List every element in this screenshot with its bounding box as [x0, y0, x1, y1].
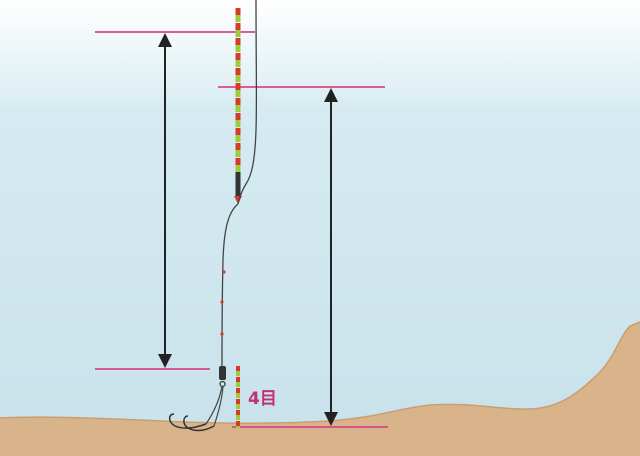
sinker-bead	[220, 332, 224, 336]
leader-line-hook-a	[205, 385, 223, 425]
sinker-bead	[222, 270, 226, 274]
seabed	[0, 322, 640, 456]
fishing-hook-icon	[183, 415, 215, 432]
fishing-hook-icon	[168, 413, 207, 429]
leader-line-upper	[221, 203, 239, 369]
float-depth-label: 4目	[248, 389, 277, 409]
seabed-edge	[0, 321, 640, 424]
sinker-bead	[220, 300, 224, 304]
leader-line-hook-b	[213, 385, 224, 427]
main-line	[237, 0, 258, 205]
water-surface-band	[0, 72, 640, 88]
